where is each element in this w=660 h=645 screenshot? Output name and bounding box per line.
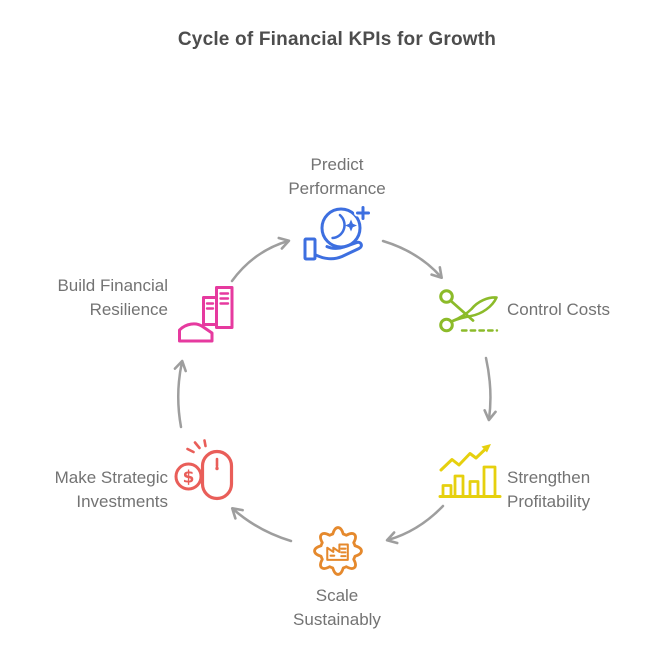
label-predict-performance: Predict Performance [288,155,386,198]
gear-factory-icon [310,523,366,579]
arrow-control-to-strengthen [483,356,497,422]
hand-buildings-icon [176,284,240,343]
label-scale-sustainably: Scale Sustainably [293,586,381,629]
label-build-financial-resilience: Build Financial Resilience [57,276,168,319]
arrow-build-to-predict [230,236,291,283]
growth-bar-chart-icon [438,440,502,498]
label-control-costs: Control Costs [507,300,610,319]
arrow-predict-to-control [381,239,443,280]
dollar-sign-glyph: $ [183,468,195,488]
mouse-dollar-icon: $ [174,439,239,501]
label-make-strategic-investments: Make Strategic Investments [54,468,168,511]
arrow-strengthen-to-scale [385,504,445,545]
arrow-make-to-build [173,359,187,429]
scissors-cut-icon [438,288,502,338]
page-title: Cycle of Financial KPIs for Growth [177,29,497,50]
crystal-ball-in-hand-icon [301,204,373,268]
arrow-scale-to-make [230,507,293,543]
label-strengthen-profitability: Strengthen Profitability [507,468,591,511]
